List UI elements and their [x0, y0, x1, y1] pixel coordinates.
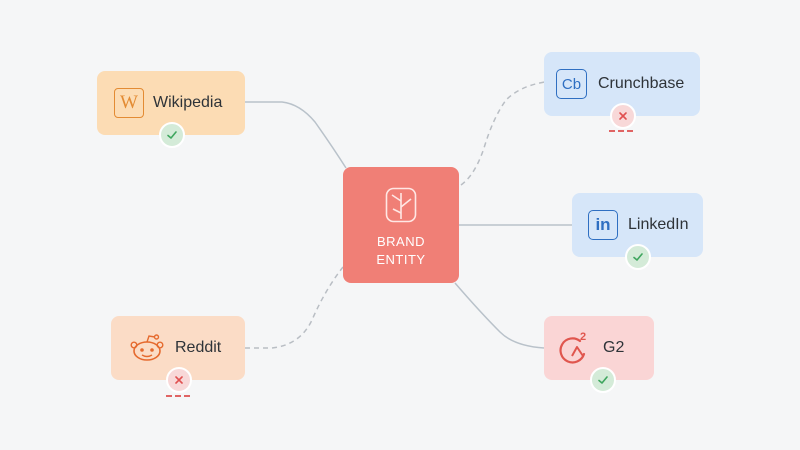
- brand-entity-label-line1: BRAND: [376, 234, 425, 249]
- connector-crunchbase: [460, 81, 546, 186]
- linkedin-icon-glyph: in: [595, 215, 611, 234]
- g2-check-icon: [590, 367, 616, 393]
- connector-wikipedia: [245, 101, 347, 169]
- crunchbase-cross-icon: [610, 103, 636, 129]
- wikipedia-label: Wikipedia: [153, 94, 223, 111]
- wikipedia-check-icon: [159, 122, 185, 148]
- crunchbase-icon: Cb: [556, 69, 587, 99]
- brand-entity-node[interactable]: BRAND ENTITY: [343, 167, 459, 283]
- linkedin-label: LinkedIn: [628, 216, 689, 233]
- linkedin-icon: in: [588, 210, 618, 240]
- g2-node[interactable]: 2 G2: [544, 316, 654, 380]
- reddit-icon: [129, 333, 165, 363]
- connector-reddit: [245, 266, 344, 349]
- wikipedia-icon: W: [114, 88, 144, 118]
- crunchbase-label: Crunchbase: [598, 75, 685, 92]
- reddit-label: Reddit: [175, 339, 222, 356]
- crunchbase-icon-glyph: Cb: [561, 75, 582, 93]
- reddit-node[interactable]: Reddit: [111, 316, 245, 380]
- wikipedia-icon-glyph: W: [120, 92, 138, 113]
- g2-icon: 2: [558, 331, 592, 364]
- linkedin-check-icon: [625, 244, 651, 270]
- brand-logo-icon: [385, 187, 417, 223]
- g2-label: G2: [603, 339, 625, 356]
- g2-icon-glyph: 2: [580, 331, 587, 343]
- reddit-missing-underline: [166, 395, 190, 397]
- brand-entity-label-line2: ENTITY: [376, 252, 426, 267]
- connector-g2: [454, 282, 545, 349]
- reddit-cross-icon: [166, 367, 192, 393]
- crunchbase-missing-underline: [609, 130, 633, 132]
